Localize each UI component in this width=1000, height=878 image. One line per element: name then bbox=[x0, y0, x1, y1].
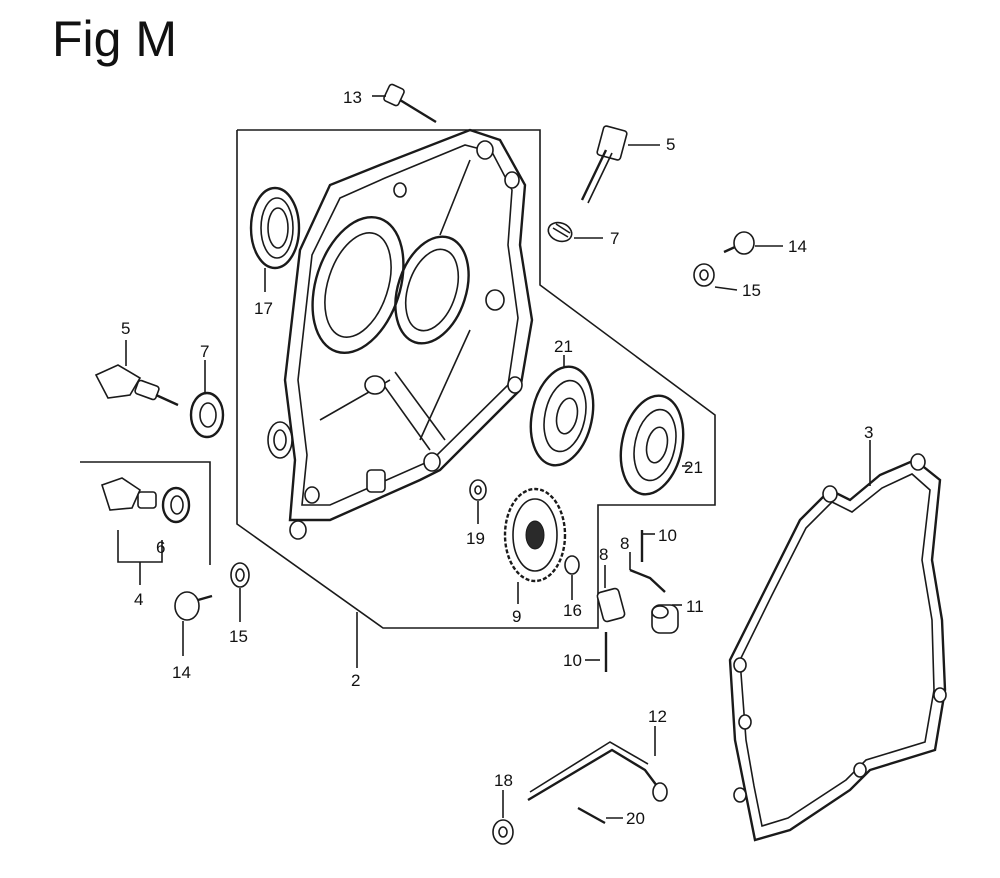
label-21-right: 21 bbox=[684, 458, 703, 477]
label-10-top: 10 bbox=[658, 526, 677, 545]
label-18: 18 bbox=[494, 771, 513, 790]
part-7-top-spring bbox=[547, 221, 603, 243]
part-14-top-bolt bbox=[723, 231, 783, 255]
label-4: 4 bbox=[134, 590, 143, 609]
label-7-top: 7 bbox=[610, 229, 619, 248]
assembly-2-outline bbox=[236, 129, 716, 629]
label-7-left: 7 bbox=[200, 342, 209, 361]
label-9: 9 bbox=[512, 607, 521, 626]
part-5-left-dipstick bbox=[94, 340, 179, 407]
part-7-left-oring bbox=[189, 360, 225, 439]
label-17: 17 bbox=[254, 299, 273, 318]
part-21-bearing-right bbox=[619, 394, 690, 496]
label-6: 6 bbox=[156, 538, 165, 557]
label-3: 3 bbox=[864, 423, 873, 442]
label-20: 20 bbox=[626, 809, 645, 828]
part-12-governor-shaft bbox=[527, 726, 668, 802]
part-4-drain-plug-assembly bbox=[101, 477, 191, 524]
label-19: 19 bbox=[466, 529, 485, 548]
part-14-bottom-bolt bbox=[174, 591, 213, 656]
label-11: 11 bbox=[686, 597, 704, 616]
part-8-governor-weight-left bbox=[596, 565, 626, 623]
label-16: 16 bbox=[563, 601, 582, 620]
part-11-governor-slider bbox=[651, 604, 682, 634]
part-16-clip bbox=[564, 555, 580, 600]
part-3-gasket bbox=[728, 440, 947, 842]
label-15-bottom: 15 bbox=[229, 627, 248, 646]
label-14-bottom: 14 bbox=[172, 663, 191, 682]
crankcase-cover bbox=[267, 128, 534, 540]
part-15-bottom-washer bbox=[230, 562, 250, 622]
label-10-bottom: 10 bbox=[563, 651, 582, 670]
label-13: 13 bbox=[343, 88, 362, 107]
part-17-oil-seal bbox=[249, 186, 301, 292]
label-8-right: 8 bbox=[620, 534, 629, 553]
label-5-left: 5 bbox=[121, 319, 130, 338]
label-21-left: 21 bbox=[554, 337, 573, 356]
label-15-top: 15 bbox=[742, 281, 761, 300]
part-13-bolt bbox=[372, 83, 437, 124]
part-8-governor-arm bbox=[629, 552, 666, 593]
part-10-pin-top bbox=[640, 530, 655, 562]
part-10-pin-bottom bbox=[585, 632, 608, 672]
label-12: 12 bbox=[648, 707, 667, 726]
part-19-washer bbox=[469, 479, 487, 524]
label-2: 2 bbox=[351, 671, 360, 690]
figure-title: Fig M bbox=[52, 11, 177, 67]
part-20-pin bbox=[577, 806, 623, 825]
part-21-bearing-left bbox=[529, 355, 595, 467]
part-18-nut bbox=[492, 790, 514, 845]
assembly-4-outline bbox=[80, 461, 211, 565]
part-15-top-washer bbox=[693, 263, 738, 291]
label-5-top: 5 bbox=[666, 135, 675, 154]
label-14-top: 14 bbox=[788, 237, 807, 256]
part-9-governor-gear bbox=[503, 487, 567, 604]
part-5-top-filler-cap bbox=[580, 125, 660, 204]
label-8-left: 8 bbox=[599, 545, 608, 564]
